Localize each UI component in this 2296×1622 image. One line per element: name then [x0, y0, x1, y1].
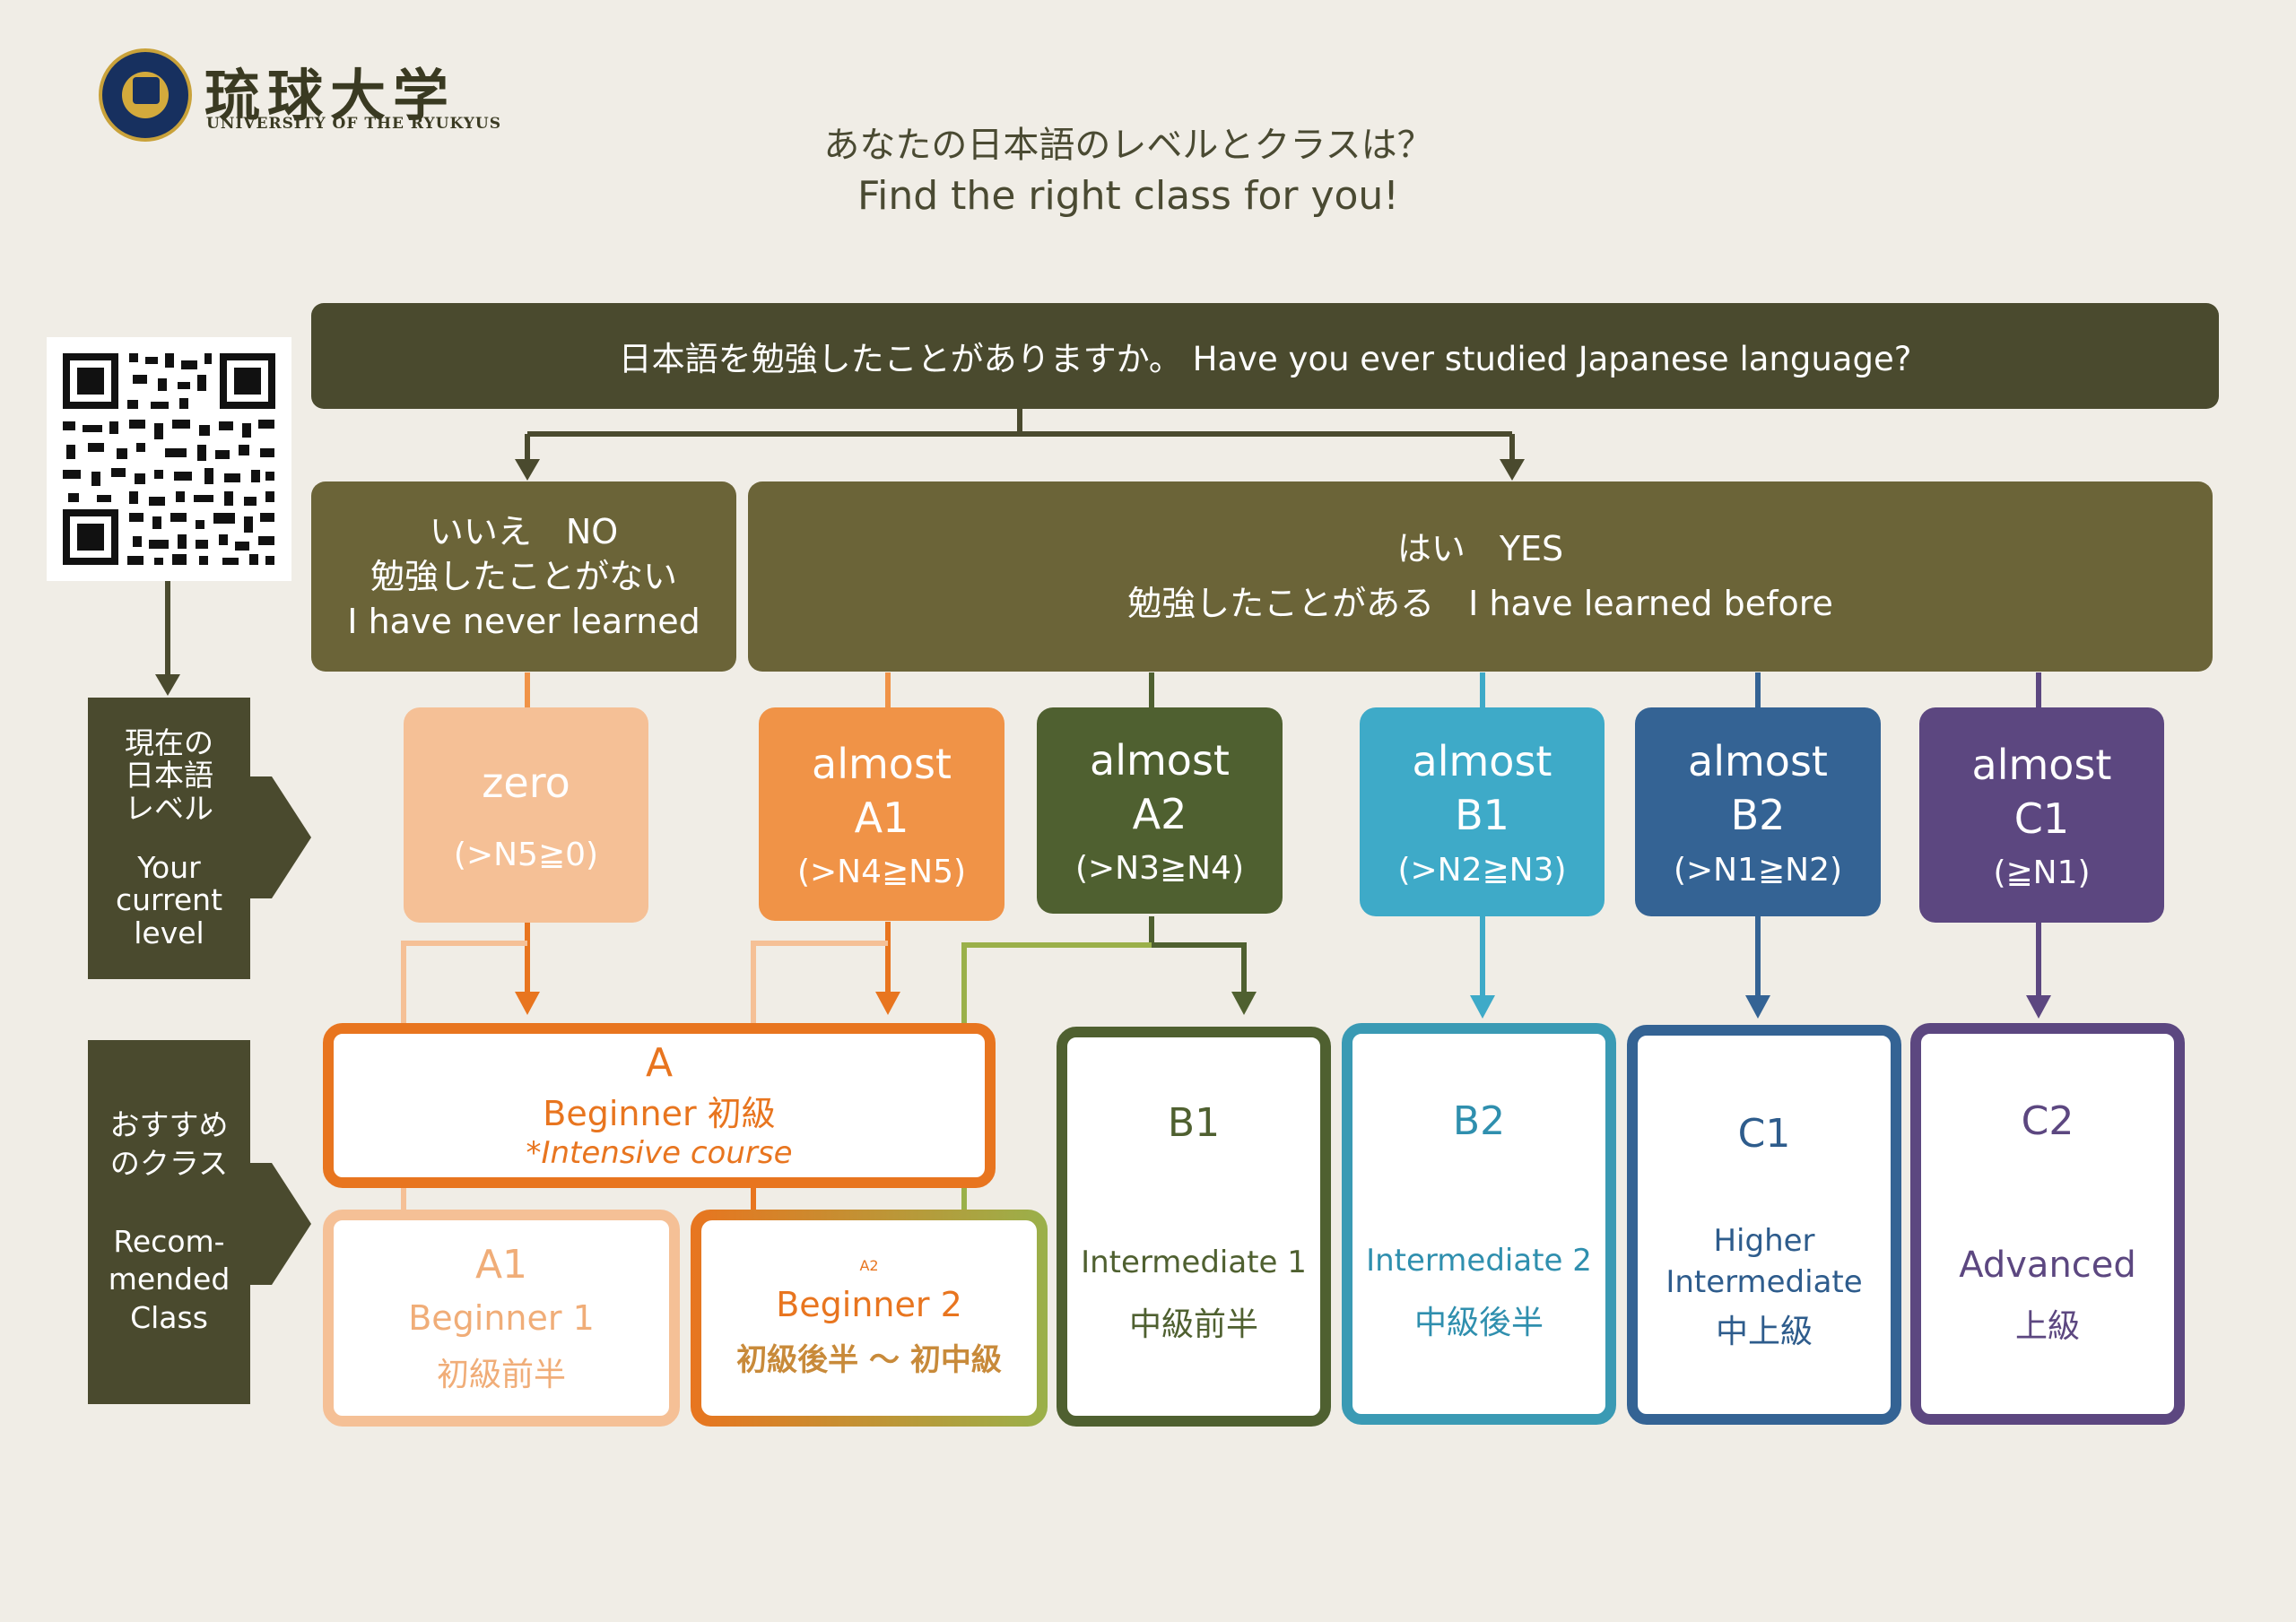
- level-code: B2: [1730, 791, 1786, 839]
- level-title: almost: [1688, 737, 1828, 786]
- class-b2: B2 Intermediate 2 中級後半: [1342, 1023, 1616, 1425]
- class-b1-code: B1: [1167, 1100, 1221, 1146]
- university-seal-icon: [99, 48, 192, 142]
- side-class-en2: mended: [108, 1262, 230, 1297]
- qr-code-icon: [63, 353, 275, 565]
- class-a2-name: Beginner 2: [776, 1285, 962, 1324]
- class-c1-name1: Higher: [1713, 1223, 1815, 1259]
- class-b1-jp: 中級前半: [1128, 1306, 1258, 1343]
- level-sub: (>N2≧N3): [1397, 851, 1567, 889]
- class-b2-code: B2: [1452, 1098, 1506, 1144]
- level-sub: (>N3≧N4): [1074, 850, 1245, 888]
- answer-no-line2: 勉強したことがない: [370, 556, 677, 596]
- level-title: almost: [1971, 740, 2112, 789]
- title-jp: あなたの日本語のレベルとクラスは？: [823, 124, 1433, 166]
- class-c2-jp: 上級: [2014, 1308, 2080, 1345]
- class-a1: A1 Beginner 1 初級前半: [323, 1210, 680, 1427]
- page-title: あなたの日本語のレベルとクラスは？ Find the right class f…: [628, 113, 1629, 221]
- side-level-jp3: レベル: [125, 790, 213, 826]
- level-title: almost: [812, 739, 952, 788]
- side-class-jp2: のクラス: [109, 1145, 229, 1181]
- side-level-en1: Your: [137, 850, 201, 885]
- level-title: almost: [1412, 737, 1552, 786]
- class-b1-name: Intermediate 1: [1081, 1245, 1307, 1280]
- class-b1: B1 Intermediate 1 中級前半: [1057, 1027, 1331, 1427]
- class-a1-jp: 初級前半: [436, 1356, 566, 1393]
- side-label-current-level: 現在の 日本語 レベル Your current level: [88, 698, 250, 979]
- level-code: C1: [2013, 794, 2070, 843]
- class-b2-jp: 中級後半: [1413, 1305, 1544, 1341]
- side-level-jp1: 現在の: [125, 725, 213, 761]
- class-chevron: [249, 1163, 311, 1285]
- question-text: 日本語を勉強したことがありますか。 Have you ever studied …: [618, 340, 1912, 378]
- class-c1: C1 Higher Intermediate 中上級: [1627, 1025, 1901, 1425]
- level-title: zero: [482, 758, 570, 807]
- side-class-en1: Recom-: [113, 1223, 225, 1259]
- level-almost-a2: almost A2 (>N3≧N4): [1037, 707, 1283, 914]
- title-en: Find the right class for you!: [857, 172, 1399, 219]
- answer-no: いいえ NO 勉強したことがない I have never learned: [311, 481, 736, 672]
- level-code: A1: [854, 793, 909, 842]
- level-chevron: [249, 776, 311, 898]
- class-c1-code: C1: [1737, 1111, 1791, 1157]
- side-level-en2: current: [115, 882, 223, 918]
- side-class-jp1: おすすめ: [109, 1106, 229, 1142]
- level-sub: (>N5≧0): [453, 837, 599, 874]
- answer-yes-line2: 勉強したことがある I have learned before: [1127, 584, 1833, 623]
- level-almost-a1: almost A1 (>N4≧N5): [759, 707, 1004, 921]
- level-code: B1: [1455, 791, 1509, 839]
- level-code: A2: [1132, 789, 1187, 838]
- class-a2-code: A2: [859, 1257, 879, 1274]
- side-level-jp2: 日本語: [125, 758, 213, 794]
- level-sub: (>N4≧N5): [796, 854, 967, 891]
- logo-text-en: UNIVERSITY OF THE RYUKYUS: [206, 115, 502, 133]
- level-almost-b1: almost B1 (>N2≧N3): [1360, 707, 1605, 916]
- class-a2: A2 Beginner 2 初級後半 〜 初中級: [691, 1210, 1048, 1427]
- class-a2-inner: A2 Beginner 2 初級後半 〜 初中級: [701, 1220, 1037, 1416]
- class-c1-name2: Intermediate: [1665, 1264, 1863, 1300]
- level-almost-b2: almost B2 (>N1≧N2): [1635, 707, 1881, 916]
- class-a2-jp: 初級後半 〜 初中級: [736, 1342, 1002, 1378]
- class-a: A Beginner 初級 *Intensive course: [323, 1023, 996, 1188]
- side-level-en3: level: [134, 915, 204, 950]
- level-sub: (≧N1): [1993, 854, 2091, 892]
- level-zero: zero (>N5≧0): [404, 707, 648, 923]
- level-sub: (>N1≧N2): [1673, 851, 1843, 889]
- class-c2-name: Advanced: [1959, 1245, 2136, 1286]
- level-title: almost: [1090, 735, 1230, 785]
- class-a-code: A: [645, 1040, 674, 1086]
- class-b2-name: Intermediate 2: [1366, 1243, 1592, 1279]
- answer-yes-line1: はい YES: [1396, 529, 1564, 569]
- question-bar: 日本語を勉強したことがありますか。 Have you ever studied …: [311, 303, 2219, 409]
- class-a1-code: A1: [474, 1241, 528, 1288]
- level-almost-c1: almost C1 (≧N1): [1919, 707, 2164, 923]
- answer-no-line3: I have never learned: [347, 602, 700, 642]
- side-class-en3: Class: [130, 1300, 208, 1336]
- answer-yes: はい YES 勉強したことがある I have learned before: [748, 481, 2213, 672]
- class-a1-name: Beginner 1: [408, 1297, 595, 1338]
- class-c2: C2 Advanced 上級: [1910, 1023, 2185, 1425]
- logo-text-jp: 琉球大学: [204, 63, 457, 128]
- class-a-name: Beginner 初級: [543, 1094, 776, 1133]
- qr-code[interactable]: [47, 337, 291, 581]
- class-c1-jp: 中上級: [1715, 1314, 1813, 1350]
- class-c2-code: C2: [2021, 1098, 2074, 1144]
- answer-no-line1: いいえ NO: [429, 511, 619, 551]
- side-label-recommended-class: おすすめ のクラス Recom- mended Class: [88, 1040, 250, 1404]
- class-a-note: *Intensive course: [526, 1135, 793, 1171]
